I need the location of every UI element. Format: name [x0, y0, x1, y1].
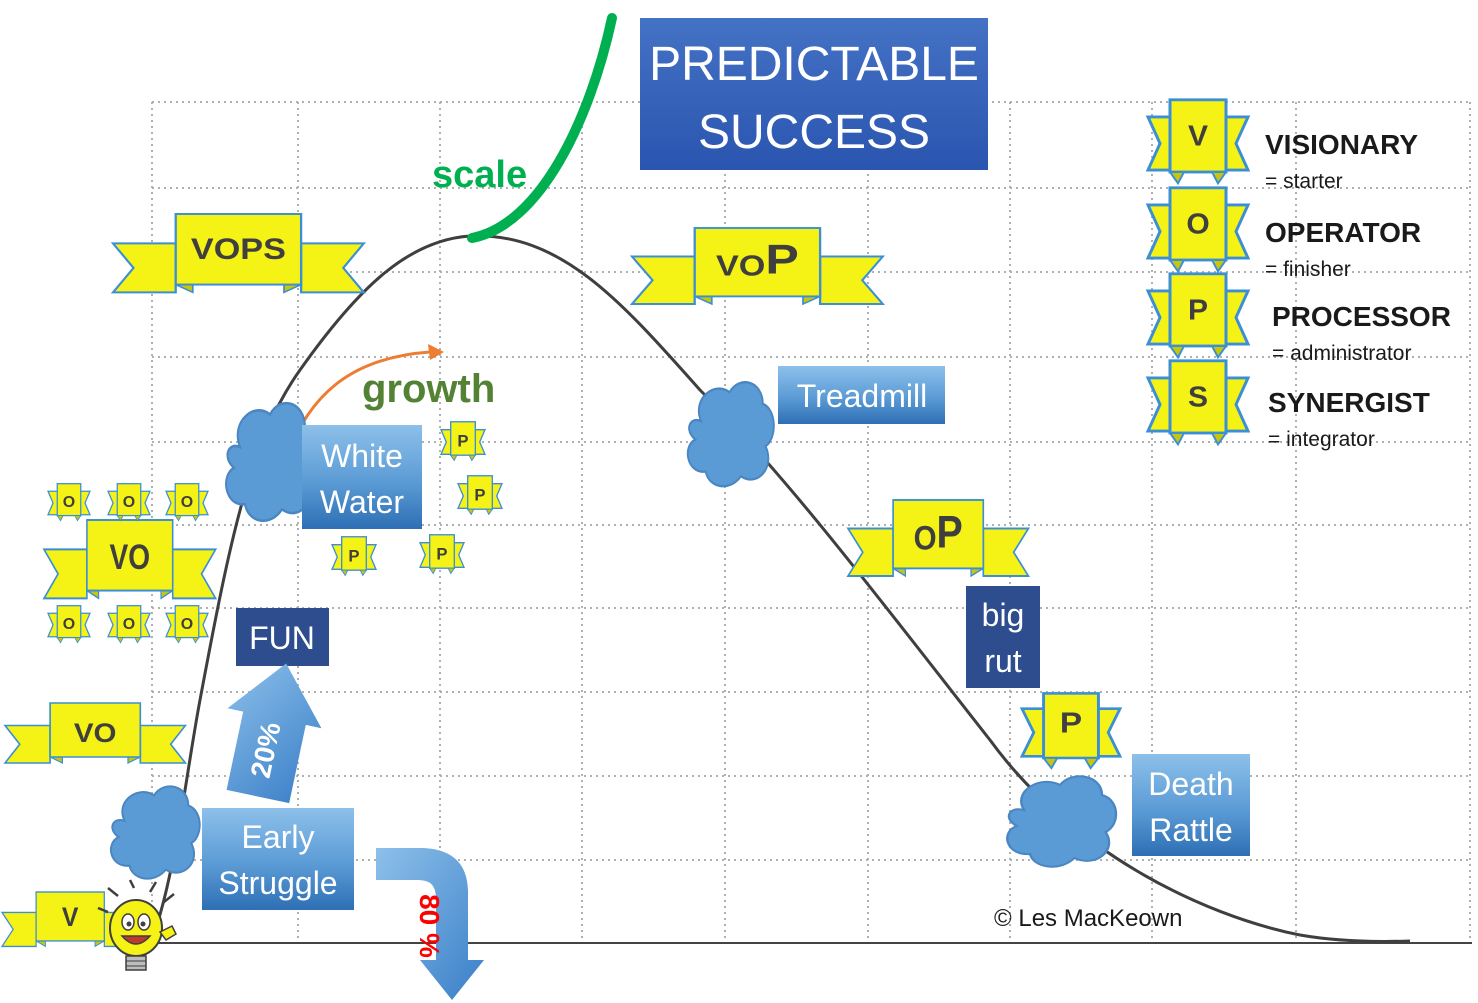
- ribbon-p-late-label: P: [1060, 707, 1082, 739]
- small-p-badges: P P P P: [331, 421, 503, 577]
- ribbon-vo-low-label: VO: [74, 717, 117, 748]
- early-struggle-line1: Early: [242, 819, 315, 855]
- cloud-deathrattle-icon: [1006, 775, 1118, 868]
- growth-label: growth: [362, 367, 495, 411]
- small-o-badge-label: O: [181, 494, 193, 511]
- fun-label: FUN: [249, 620, 315, 656]
- small-p-badge: P: [419, 534, 465, 575]
- legend-meaning: = starter: [1265, 170, 1343, 193]
- ribbon-v: V: [1, 891, 140, 948]
- small-o-badge: O: [47, 605, 91, 644]
- dotted-grid: [151, 101, 1471, 940]
- ribbon-vop-big: P: [765, 236, 798, 283]
- legend-role: SYNERGIST: [1268, 387, 1430, 418]
- ribbon-vops: VOPS: [111, 212, 365, 294]
- title-line2: SUCCESS: [698, 106, 930, 159]
- small-o-badge-label: O: [181, 616, 193, 633]
- ribbon-p-late: P: [1020, 691, 1122, 770]
- small-o-badge-label: O: [63, 494, 75, 511]
- scale-curve: [467, 13, 617, 243]
- big-rut-line1: big: [982, 597, 1025, 633]
- fun-box: FUN: [236, 608, 329, 666]
- early-struggle-box: Early Struggle: [202, 808, 354, 910]
- ribbon-vop: VOP: [630, 226, 884, 306]
- treadmill-label: Treadmill: [797, 378, 927, 414]
- legend-badge-visionary: V: [1146, 98, 1250, 185]
- ribbon-vop-small: VO: [716, 250, 765, 282]
- ribbon-vo-mid: VO: [43, 519, 217, 600]
- ribbon-op-small: O: [914, 518, 937, 557]
- legend-meaning: = finisher: [1265, 258, 1351, 281]
- white-water-line2: Water: [320, 484, 405, 520]
- lifecycle-curve: [148, 234, 1411, 946]
- small-p-badge: P: [440, 421, 486, 462]
- cloud-early-icon: [109, 785, 201, 880]
- copyright-text: © Les MacKeown: [994, 905, 1182, 932]
- legend-letter: S: [1188, 382, 1208, 413]
- white-water-box: White Water: [302, 425, 422, 529]
- growth-arrowhead-icon: [428, 344, 444, 360]
- ribbon-vops-label: VOPS: [191, 232, 286, 265]
- treadmill-box: Treadmill: [778, 366, 945, 424]
- small-o-badge: O: [165, 483, 209, 522]
- legend-meaning: = integrator: [1268, 428, 1375, 451]
- small-o-badge: O: [165, 605, 209, 644]
- legend-letter: P: [1188, 295, 1208, 326]
- small-o-badge: O: [107, 483, 151, 522]
- small-p-badge: P: [457, 475, 503, 516]
- legend-badge-operator: O: [1146, 186, 1250, 273]
- down-percent-label: 80 %: [414, 894, 445, 958]
- small-o-badges: O O O O O O: [47, 483, 209, 644]
- legend-role: PROCESSOR: [1272, 301, 1451, 332]
- down-arrow-80: 80 %: [376, 848, 484, 1000]
- ribbon-v-label: V: [62, 901, 79, 932]
- early-struggle-line2: Struggle: [218, 865, 337, 901]
- legend-letter: O: [1186, 209, 1209, 240]
- death-rattle-box: Death Rattle: [1132, 754, 1250, 856]
- white-water-line1: White: [321, 438, 403, 474]
- small-o-badge-label: O: [63, 616, 75, 633]
- svg-text:VOP: VOP: [716, 236, 799, 283]
- small-o-badge: O: [107, 605, 151, 644]
- legend-role: VISIONARY: [1265, 129, 1418, 160]
- small-o-badge-label: O: [123, 494, 135, 511]
- ribbon-op-big: P: [937, 507, 963, 558]
- small-p-badge-label: P: [348, 546, 359, 565]
- predictable-success-box: PREDICTABLE SUCCESS: [640, 18, 988, 170]
- small-p-badge-label: P: [457, 431, 468, 450]
- big-rut-line2: rut: [984, 643, 1021, 679]
- legend-badge-synergist: S: [1146, 359, 1250, 446]
- cloud-treadmill-icon: [686, 381, 775, 488]
- legend-badge-processor: P: [1146, 272, 1250, 359]
- legend-meaning: = administrator: [1272, 342, 1411, 365]
- death-rattle-line2: Rattle: [1149, 812, 1233, 848]
- legend-letter: V: [1188, 121, 1209, 152]
- ribbon-vo-mid-label: VO: [110, 537, 151, 577]
- small-p-badge-label: P: [474, 485, 485, 504]
- legend-role: OPERATOR: [1265, 217, 1421, 248]
- scale-label: scale: [432, 154, 527, 196]
- up-arrow-20: 20%: [226, 663, 322, 804]
- small-p-badge-label: P: [436, 544, 447, 563]
- big-rut-box: big rut: [966, 586, 1040, 688]
- small-o-badge: O: [47, 483, 91, 522]
- small-p-badge: P: [331, 536, 377, 577]
- death-rattle-line1: Death: [1148, 766, 1233, 802]
- ribbon-vo-low: VO: [4, 702, 187, 764]
- lightbulb-icon: [97, 879, 177, 971]
- ribbon-op: OP: [847, 499, 1030, 577]
- title-line1: PREDICTABLE: [649, 38, 979, 91]
- svg-text:OP: OP: [914, 507, 963, 558]
- small-o-badge-label: O: [123, 616, 135, 633]
